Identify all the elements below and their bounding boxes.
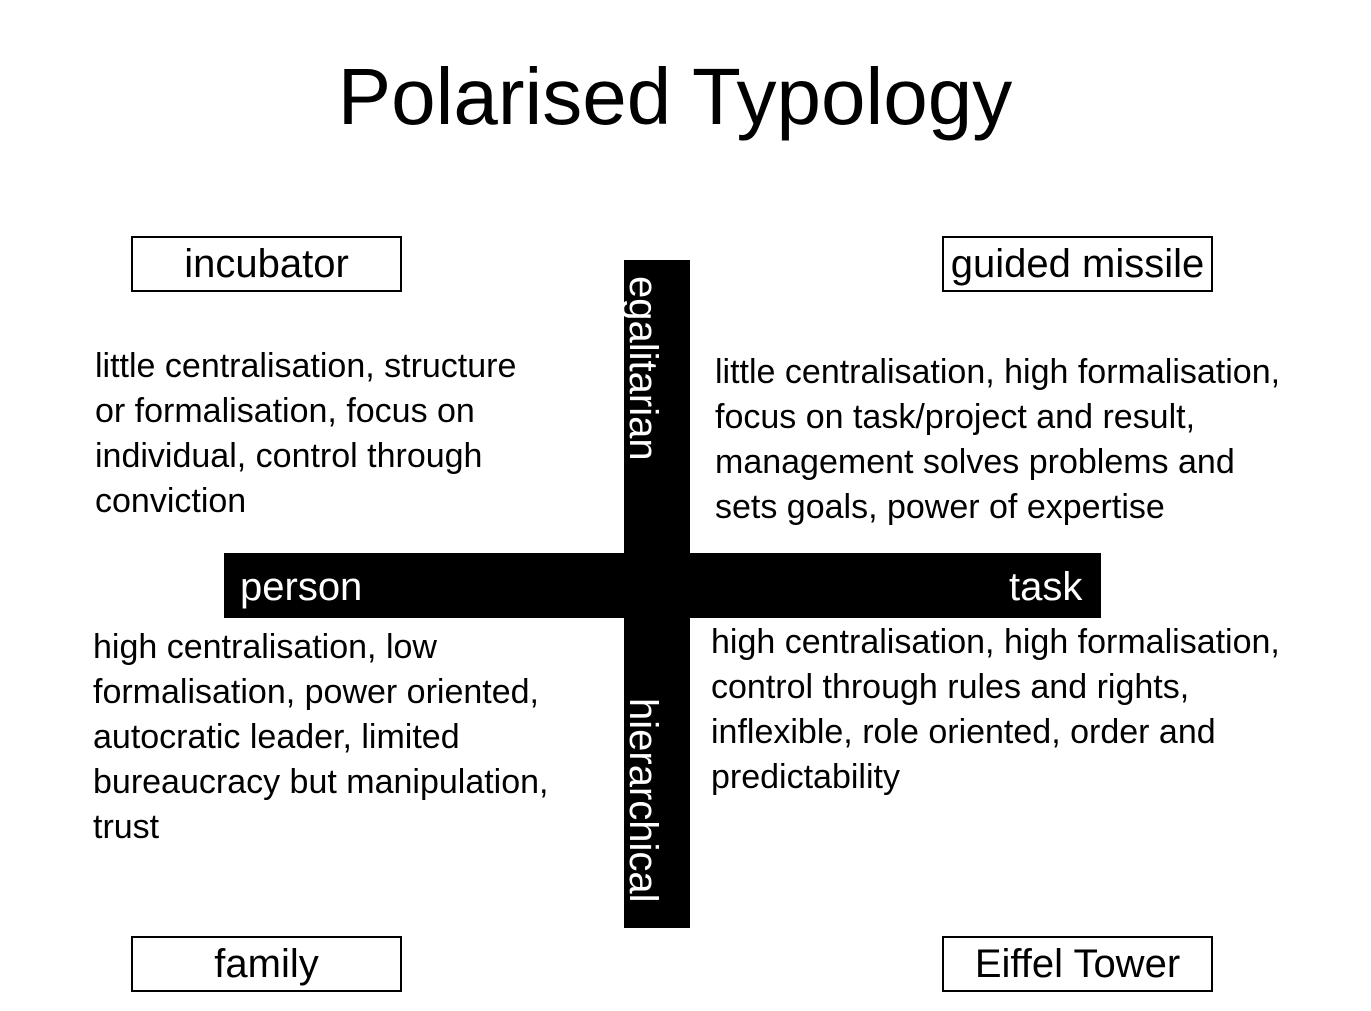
description-eiffel-tower: high centralisation, high formalisation,… xyxy=(711,620,1280,800)
description-line: sets goals, power of expertise xyxy=(715,488,1165,526)
diagram-title: Polarised Typology xyxy=(337,52,1013,141)
description-line: or formalisation, focus on xyxy=(95,392,475,430)
horizontal-axis-bar xyxy=(224,553,1101,618)
description-line: predictability xyxy=(711,758,900,796)
description-line: trust xyxy=(93,808,160,846)
description-line: formalisation, power oriented, xyxy=(93,673,540,711)
axis-label-task: task xyxy=(1009,565,1083,609)
description-line: autocratic leader, limited xyxy=(93,718,460,756)
description-family: high centralisation, low formalisation, … xyxy=(93,625,549,850)
description-line: individual, control through xyxy=(95,437,483,475)
description-incubator: little centralisation, structure or form… xyxy=(95,344,516,524)
description-line: little centralisation, structure xyxy=(95,347,517,385)
axis-label-hierarchical: hierarchical xyxy=(621,698,665,903)
description-line: focus on task/project and result, xyxy=(715,398,1196,436)
description-line: high centralisation, low xyxy=(93,628,437,666)
axis-label-person: person xyxy=(240,565,363,609)
type-box-incubator: incubator xyxy=(131,236,402,292)
description-line: conviction xyxy=(95,482,247,520)
axis-label-egalitarian: egalitarian xyxy=(621,276,665,461)
type-box-family: family xyxy=(131,936,402,992)
description-line: management solves problems and xyxy=(715,443,1235,481)
description-line: high centralisation, high formalisation, xyxy=(711,623,1280,661)
description-line: bureaucracy but manipulation, xyxy=(93,763,549,801)
type-box-guided-missile: guided missile xyxy=(942,236,1213,292)
type-box-eiffel-tower: Eiffel Tower xyxy=(942,936,1213,992)
description-line: control through rules and rights, xyxy=(711,668,1190,706)
description-guided-missile: little centralisation, high formalisatio… xyxy=(715,350,1280,530)
description-line: inflexible, role oriented, order and xyxy=(711,713,1216,751)
description-line: little centralisation, high formalisatio… xyxy=(715,353,1281,391)
